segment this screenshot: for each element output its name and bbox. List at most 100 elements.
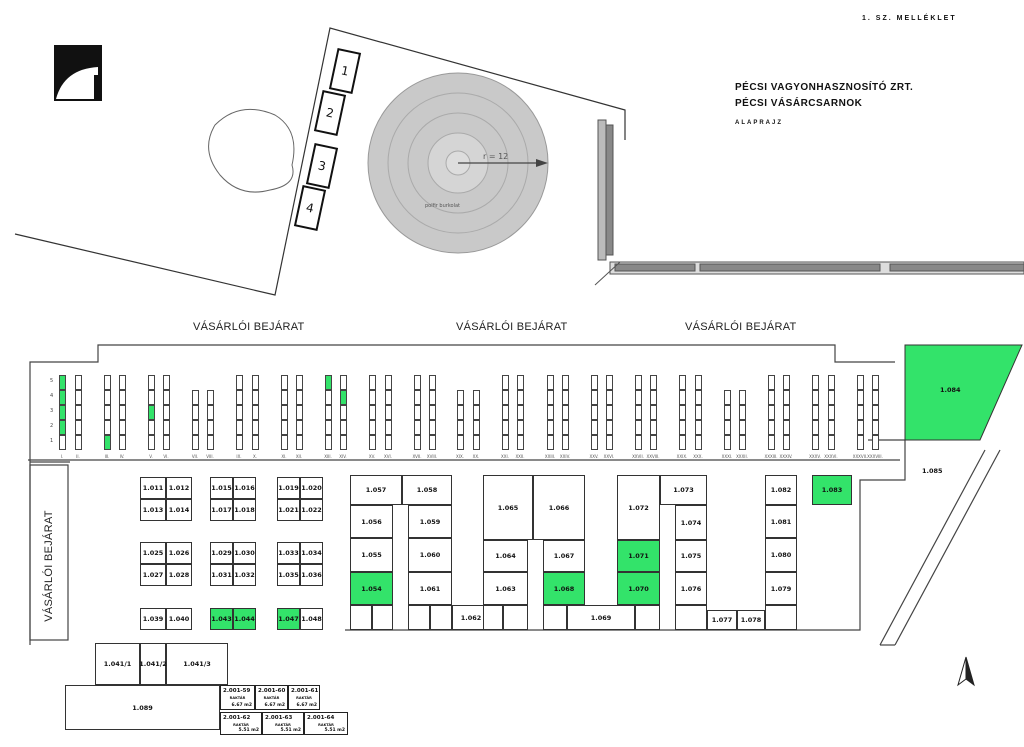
room-1-057[interactable]: 1.057 [350,475,402,505]
market-stall[interactable] [767,375,775,390]
room-1-013[interactable]: 1.013 [140,499,166,521]
room-1-022[interactable]: 1.022 [300,499,323,521]
market-stall[interactable] [235,405,243,420]
market-stall[interactable] [413,390,421,405]
market-stall[interactable] [605,375,613,390]
market-stall[interactable] [74,390,82,405]
room-1-035[interactable]: 1.035 [277,564,300,586]
market-stall[interactable] [280,435,288,450]
market-stall[interactable] [546,435,554,450]
market-stall[interactable] [649,420,657,435]
room-1-048[interactable]: 1.048 [300,608,323,630]
room-1-041-3[interactable]: 1.041/3 [166,643,228,685]
market-stall[interactable] [827,390,835,405]
market-stall[interactable] [782,375,790,390]
room-1-083[interactable]: 1.083 [812,475,852,505]
market-stall[interactable] [235,375,243,390]
market-stall[interactable] [339,405,347,420]
market-stall[interactable] [472,390,480,405]
market-stall[interactable] [103,420,111,435]
room-1-070[interactable]: 1.070 [617,572,660,605]
market-stall[interactable] [561,420,569,435]
market-stall[interactable] [590,375,598,390]
room-1-020[interactable]: 1.020 [300,477,323,499]
market-stall[interactable] [235,435,243,450]
market-stall[interactable] [472,420,480,435]
market-stall[interactable] [694,405,702,420]
market-stall[interactable] [384,375,392,390]
market-stall[interactable] [295,435,303,450]
market-stall[interactable] [811,420,819,435]
market-stall[interactable] [339,375,347,390]
market-stall[interactable] [147,435,155,450]
market-stall[interactable] [827,435,835,450]
room-1-040[interactable]: 1.040 [166,608,192,630]
market-stall[interactable] [368,390,376,405]
market-stall[interactable] [516,405,524,420]
room-1-014[interactable]: 1.014 [166,499,192,521]
market-stall[interactable] [811,390,819,405]
market-stall[interactable] [634,390,642,405]
market-stall[interactable] [206,420,214,435]
room-1-027[interactable]: 1.027 [140,564,166,586]
market-stall[interactable] [368,420,376,435]
room-1-033[interactable]: 1.033 [277,542,300,564]
room-1-072[interactable]: 1.072 [617,475,660,540]
room-1-064[interactable]: 1.064 [483,540,528,572]
market-stall[interactable] [280,390,288,405]
market-stall[interactable] [428,405,436,420]
room-1-067[interactable]: 1.067 [543,540,585,572]
market-stall[interactable] [501,390,509,405]
room-1-043[interactable]: 1.043 [210,608,233,630]
market-stall[interactable] [280,420,288,435]
room-1-047[interactable]: 1.047 [277,608,300,630]
room-1-055[interactable]: 1.055 [350,538,393,572]
market-stall[interactable] [472,405,480,420]
market-stall[interactable] [118,390,126,405]
room-1-031[interactable]: 1.031 [210,564,233,586]
market-stall[interactable] [324,420,332,435]
market-stall[interactable] [871,435,879,450]
market-stall[interactable] [413,435,421,450]
market-stall[interactable] [251,435,259,450]
market-stall[interactable] [856,435,864,450]
market-stall[interactable] [634,435,642,450]
market-stall[interactable] [147,375,155,390]
room-1-026[interactable]: 1.026 [166,542,192,564]
room-1-071[interactable]: 1.071 [617,540,660,572]
room-1-015[interactable]: 1.015 [210,477,233,499]
room-1-068[interactable]: 1.068 [543,572,585,605]
market-stall[interactable] [723,420,731,435]
market-stall[interactable] [162,375,170,390]
market-stall[interactable] [738,405,746,420]
market-stall[interactable] [782,435,790,450]
market-stall[interactable] [501,435,509,450]
room-1-030[interactable]: 1.030 [233,542,256,564]
room-1-078[interactable]: 1.078 [737,610,765,630]
room-1-021[interactable]: 1.021 [277,499,300,521]
market-stall[interactable] [456,390,464,405]
room-1-032[interactable]: 1.032 [233,564,256,586]
market-stall[interactable] [605,420,613,435]
market-stall[interactable] [605,390,613,405]
market-stall[interactable] [384,435,392,450]
market-stall[interactable] [767,390,775,405]
market-stall[interactable] [501,420,509,435]
market-stall[interactable] [295,390,303,405]
market-stall[interactable] [738,420,746,435]
market-stall[interactable] [162,405,170,420]
market-stall[interactable] [235,420,243,435]
market-stall[interactable] [605,435,613,450]
market-stall[interactable] [58,420,66,435]
room-1-076[interactable]: 1.076 [675,572,707,605]
room-1-056[interactable]: 1.056 [350,505,393,538]
market-stall[interactable] [811,405,819,420]
market-stall[interactable] [516,390,524,405]
market-stall[interactable] [103,390,111,405]
market-stall[interactable] [58,405,66,420]
room-1-034[interactable]: 1.034 [300,542,323,564]
market-stall[interactable] [191,390,199,405]
